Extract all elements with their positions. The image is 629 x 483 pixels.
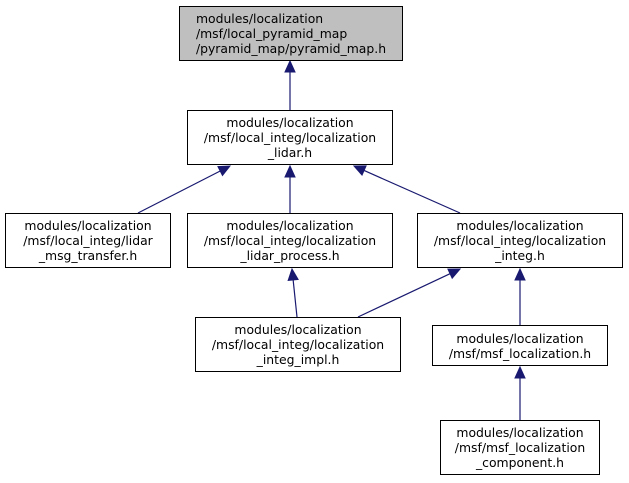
edge-localization-integ-impl-to-localization-integ: [357, 268, 462, 318]
node-localization-integ-label: modules/localization /msf/local_integ/lo…: [433, 218, 607, 263]
edge-arrowhead: [352, 165, 367, 176]
edge-arrowhead: [217, 165, 232, 177]
node-msf-localization-component[interactable]: modules/localization /msf/msf_localizati…: [440, 420, 600, 475]
node-localization-lidar-process-label: modules/localization /msf/local_integ/lo…: [203, 218, 377, 263]
node-pyramid-map-label: modules/localization /msf/local_pyramid_…: [195, 11, 387, 56]
node-msf-localization-label: modules/localization /msf/msf_localizati…: [448, 330, 592, 361]
edge-lidar-msg-transfer-to-localization-lidar: [137, 165, 232, 214]
edge-localization-lidar-to-pyramid-map: [284, 59, 296, 110]
edge-msf-localization-component-to-msf-localization: [514, 365, 526, 420]
node-localization-integ-impl[interactable]: modules/localization /msf/local_integ/lo…: [195, 317, 401, 372]
node-localization-lidar[interactable]: modules/localization /msf/local_integ/lo…: [187, 110, 393, 165]
edge-line: [357, 273, 451, 318]
node-localization-integ[interactable]: modules/localization /msf/local_integ/lo…: [417, 213, 623, 268]
node-localization-lidar-process[interactable]: modules/localization /msf/local_integ/lo…: [187, 213, 393, 268]
edge-localization-lidar-process-to-localization-lidar: [284, 164, 296, 213]
node-pyramid-map: modules/localization /msf/local_pyramid_…: [179, 6, 403, 61]
node-lidar-msg-transfer[interactable]: modules/localization /msf/local_integ/li…: [5, 213, 171, 268]
edge-arrowhead: [447, 268, 462, 280]
edge-localization-integ-impl-to-localization-lidar-process: [287, 267, 299, 318]
edge-arrowhead: [514, 267, 526, 281]
node-lidar-msg-transfer-label: modules/localization /msf/local_integ/li…: [23, 218, 153, 263]
edge-line: [292, 279, 298, 318]
edge-line: [137, 170, 221, 214]
edge-arrowhead: [284, 164, 296, 178]
node-msf-localization[interactable]: modules/localization /msf/msf_localizati…: [432, 325, 608, 366]
edge-arrowhead: [287, 267, 299, 282]
edge-msf-localization-to-localization-integ: [514, 267, 526, 325]
node-localization-integ-impl-label: modules/localization /msf/local_integ/lo…: [211, 322, 385, 367]
edge-localization-integ-to-localization-lidar: [352, 165, 461, 214]
edge-arrowhead: [514, 365, 526, 379]
node-msf-localization-component-label: modules/localization /msf/msf_localizati…: [454, 425, 586, 470]
edge-line: [363, 169, 461, 214]
node-localization-lidar-label: modules/localization /msf/local_integ/lo…: [203, 115, 377, 160]
edge-arrowhead: [284, 59, 296, 73]
